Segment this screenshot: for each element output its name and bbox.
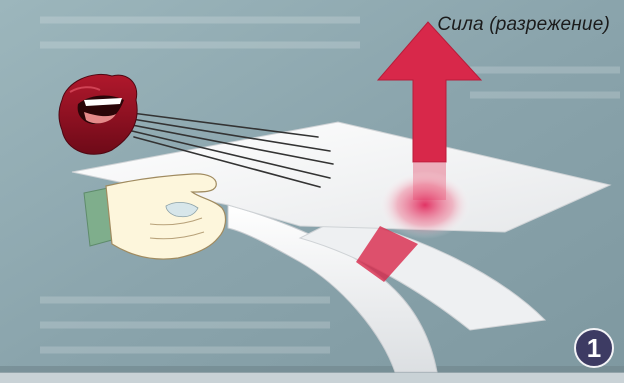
- bottom-strip: [0, 372, 624, 383]
- force-label: Сила (разрежение): [437, 14, 610, 36]
- bottom-shadow: [0, 366, 624, 373]
- figure-number-badge: 1: [574, 328, 614, 368]
- pressure-glow: [379, 171, 471, 239]
